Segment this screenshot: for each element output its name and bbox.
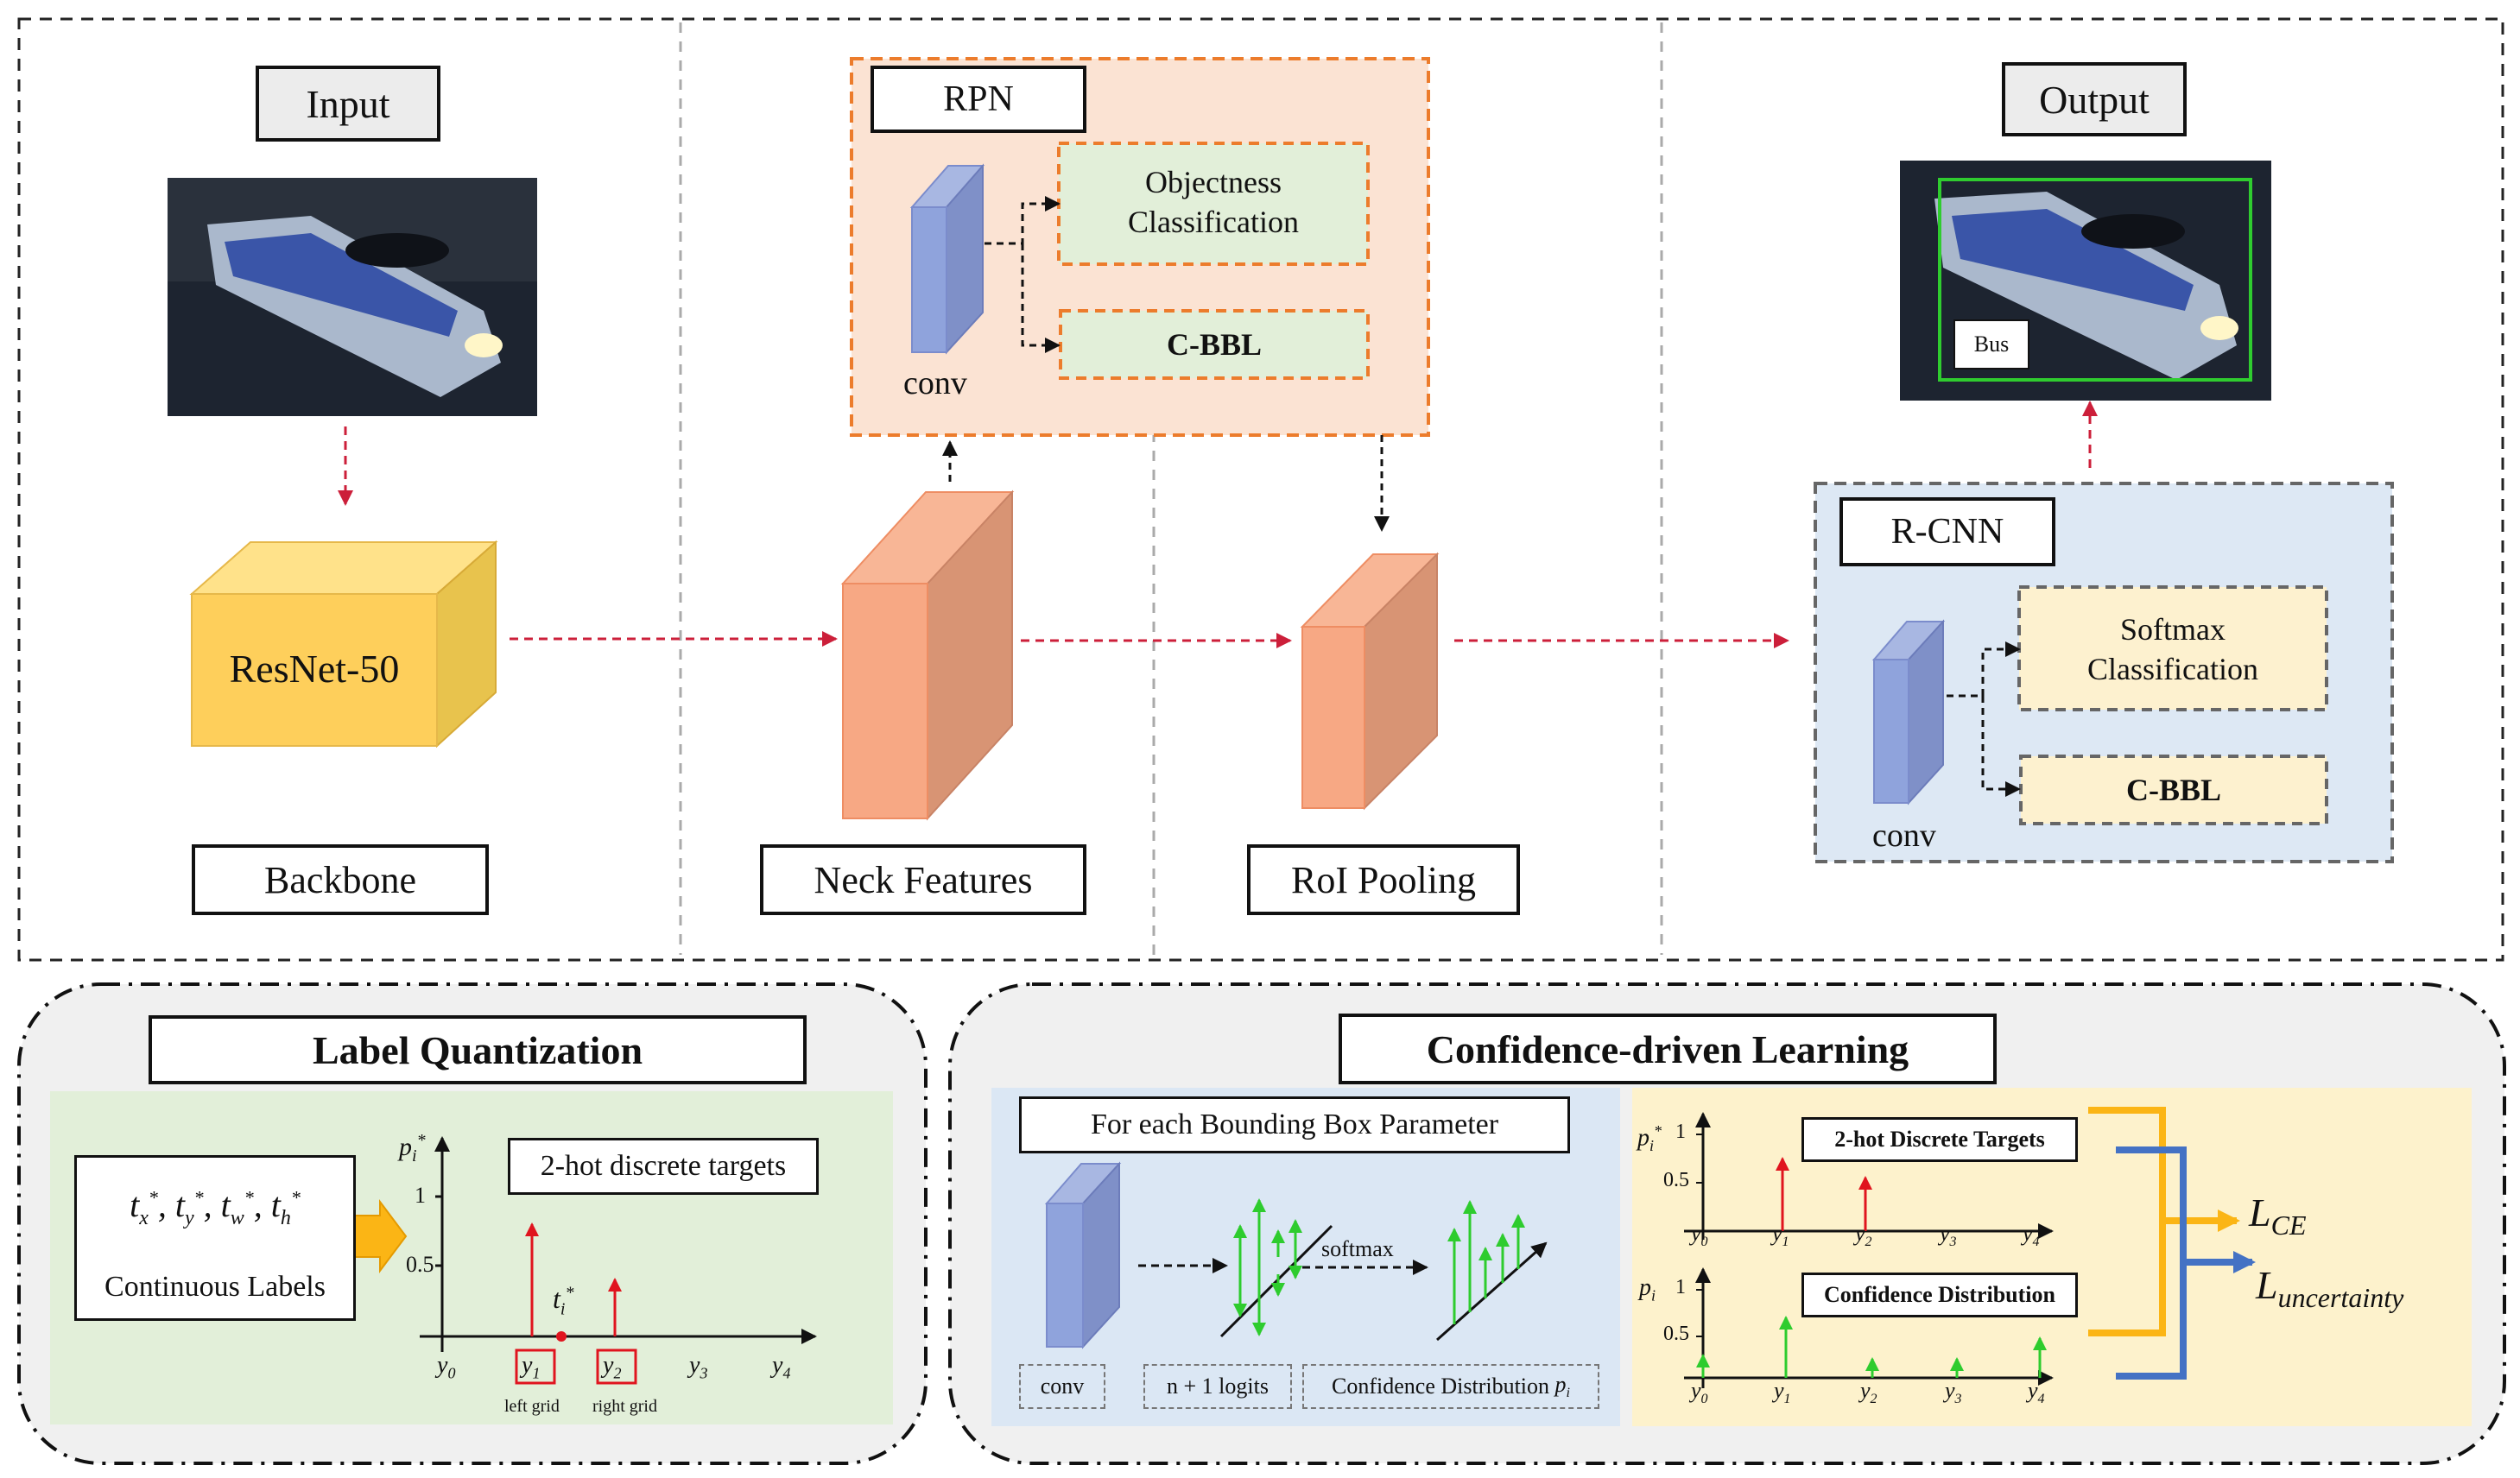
- rpn-cbbl: C-BBL: [1166, 327, 1263, 362]
- cdl-confdist-caption: Confidence Distribution pi: [1302, 1364, 1599, 1409]
- resnet-block-label: ResNet-50: [229, 647, 400, 691]
- rpn-title: RPN: [871, 66, 1086, 133]
- confidence-learning-title: Confidence-driven Learning: [1339, 1014, 1997, 1084]
- lq-left-grid: left grid: [504, 1397, 560, 1416]
- rpn-conv-label: conv: [903, 365, 967, 401]
- rpn-objectness-line1: Objectness: [1145, 165, 1282, 199]
- rcnn-cbbl: C-BBL: [2125, 773, 2222, 807]
- cdl-c1-x-y4: y4: [2023, 1221, 2040, 1250]
- cdl-c2-x-y4: y4: [2028, 1378, 2045, 1407]
- cdl-chart1-title: 2-hot Discrete Targets: [1801, 1117, 2078, 1162]
- loss-ce-label: LCE: [2249, 1191, 2307, 1241]
- cdl-c1-x-y2: y2: [1855, 1221, 1872, 1250]
- rcnn-title: R-CNN: [1839, 497, 2055, 566]
- cdl-chart2-title: Confidence Distribution: [1801, 1273, 2078, 1317]
- cdl-c1-x-y1: y1: [1772, 1221, 1789, 1250]
- neck-features-label: Neck Features: [760, 844, 1086, 915]
- lq-x-y2: y2: [603, 1352, 622, 1382]
- cdl-softmax-label: softmax: [1321, 1236, 1394, 1261]
- rpn-objectness-line2: Classification: [1128, 205, 1299, 239]
- cdl-conv-label: conv: [1019, 1364, 1105, 1409]
- cdl-c2-tick-05: 0.5: [1663, 1323, 1689, 1345]
- continuous-labels-box: [74, 1155, 356, 1321]
- cdl-c1-tick-05: 0.5: [1663, 1169, 1689, 1191]
- cdl-c2-x-y3: y3: [1945, 1378, 1962, 1407]
- continuous-labels-formula: tx*, ty*, tw*, th*: [130, 1185, 301, 1229]
- cdl-c2-x-y0: y0: [1691, 1378, 1708, 1407]
- cdl-c1-x-y3: y3: [1940, 1221, 1957, 1250]
- lq-y-axis-label: pi*: [399, 1131, 426, 1165]
- cdl-chart-targets: [1684, 1112, 2054, 1240]
- backbone-label: Backbone: [192, 844, 489, 915]
- cdl-c2-tick-1: 1: [1675, 1276, 1686, 1298]
- rcnn-conv-label: conv: [1872, 818, 1936, 854]
- cdl-c1-tick-1: 1: [1675, 1121, 1686, 1143]
- rcnn-softmax-line1: Softmax: [2120, 612, 2226, 647]
- lq-x-y3: y3: [689, 1352, 708, 1382]
- roi-pooling-label: RoI Pooling: [1247, 844, 1520, 915]
- lq-plot: [420, 1136, 817, 1385]
- cdl-logits-label: n + 1 logits: [1143, 1364, 1292, 1409]
- lq-x-y4: y4: [772, 1352, 791, 1382]
- continuous-labels-text: Continuous Labels: [104, 1271, 326, 1303]
- cdl-c1-x-y0: y0: [1691, 1221, 1708, 1250]
- cdl-c1-ylabel: pi*: [1637, 1122, 1662, 1154]
- cdl-c2-ylabel: pi: [1639, 1274, 1656, 1304]
- lq-ti-star: ti*: [553, 1283, 574, 1319]
- cdl-chart-confidence: [1684, 1267, 2054, 1388]
- lq-x-y1: y1: [522, 1352, 541, 1382]
- rcnn-softmax-line2: Classification: [2087, 652, 2258, 686]
- cdl-c2-x-y1: y1: [1774, 1378, 1791, 1407]
- label-quantization-title: Label Quantization: [149, 1015, 807, 1084]
- lq-targets-box: 2-hot discrete targets: [508, 1138, 819, 1195]
- input-title: Input: [256, 66, 440, 142]
- lq-tick-1: 1: [415, 1183, 426, 1208]
- lq-right-grid: right grid: [592, 1397, 657, 1416]
- cdl-c2-x-y2: y2: [1860, 1378, 1877, 1407]
- for-each-box: For each Bounding Box Parameter: [1019, 1096, 1570, 1153]
- cdl-confdist-caption-text: Confidence Distribution: [1332, 1374, 1550, 1399]
- lq-tick-05: 0.5: [406, 1252, 434, 1277]
- bus-detection-label: Bus: [1953, 319, 2029, 370]
- loss-uncertainty-label: Luncertainty: [2256, 1263, 2404, 1314]
- output-title: Output: [2002, 62, 2187, 136]
- lq-x-y0: y0: [437, 1352, 456, 1382]
